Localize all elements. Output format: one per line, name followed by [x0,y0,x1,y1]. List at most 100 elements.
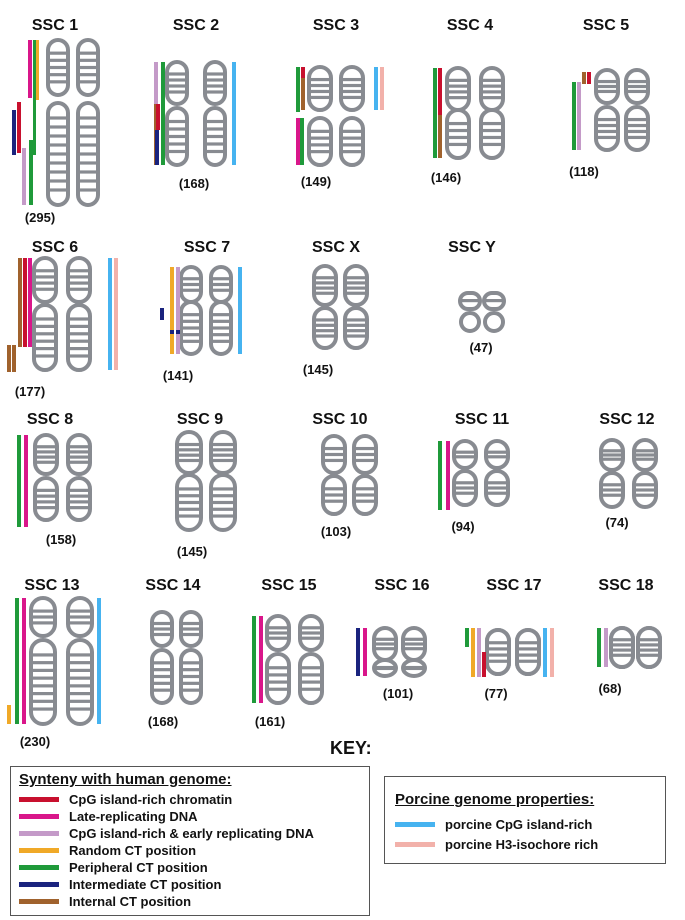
chromosome-band [311,83,329,88]
chromatid-arm [307,116,333,167]
synteny-key-item-label: CpG island-rich & early replicating DNA [69,826,314,841]
chromosome-count: (47) [469,340,492,355]
chromosome-band [347,291,365,295]
chromosome-band [598,117,616,122]
chromosome-band [316,286,334,290]
chromosome-band [356,458,374,463]
chromosome-band [183,621,199,626]
synteny-bar [17,435,21,527]
chromosome-band [70,445,88,449]
chromosome-band [302,673,320,677]
synteny-bar [477,628,481,677]
synteny-bar [301,67,305,110]
chromosome-band [80,125,96,129]
chromosome-band [269,636,287,640]
chromosome-band [483,96,501,100]
chromosome-band [483,121,501,126]
chromosome-band [316,334,334,338]
synteny-key-item: CpG island-rich & early replicating DNA [19,825,361,842]
chromosome-band [36,281,54,285]
chromatid-arm [33,476,59,522]
chromosome-band [603,449,621,453]
chromosome-band [598,129,616,134]
chromosome-band [405,666,423,671]
chromatid-arm [66,433,92,476]
chromosome-band [169,90,185,94]
chromosome-band [80,161,96,165]
chromosome-band [405,647,423,651]
chromosome-band [316,276,334,280]
chromosome-band [483,90,501,94]
chromosome-band [486,299,502,303]
chromatid-arm [484,439,510,470]
chromatid-arm [66,638,94,726]
chromosome-band [80,58,96,62]
porcine-key-item-label: porcine CpG island-rich [445,816,593,832]
synteny-bar [28,40,32,98]
chromosome-band [488,481,506,485]
synteny-bar [18,258,22,347]
chromosome-band [347,318,365,322]
chromosome-band [311,129,329,133]
chromatid-arm [312,306,338,350]
chromosome-band [33,661,53,665]
chromosome-band [347,276,365,280]
chromosome-band [70,275,88,279]
chromosome-band [80,188,96,192]
chromosome-band [628,135,646,140]
chromatid-arm [298,652,324,705]
chromatid-arm [66,256,92,304]
chromosome-band [70,281,88,285]
chromosome-band [269,631,287,635]
chromosome-count: (168) [179,176,209,191]
chromosome-band [449,135,467,140]
synteny-bar [22,148,26,205]
synteny-bar [7,705,11,724]
chromosome-band [154,668,170,672]
chromosome-band [169,134,185,139]
chromosome-count: (145) [303,362,333,377]
chromosome-band [325,493,343,497]
synteny-key: Synteny with human genome: CpG island-ri… [10,766,370,916]
chromosome-band [489,647,507,651]
chromosome-band [325,446,343,451]
synteny-bar [356,628,360,676]
chromatid-arm [165,60,189,106]
chromosome-band [33,668,53,672]
color-swatch [395,841,435,847]
chromosome-band [311,143,329,147]
chromosome-band [489,641,507,645]
chromosome-band [347,286,365,290]
chromosome-band [179,507,199,511]
chromosome-count: (295) [25,210,55,225]
chromosome-band [36,354,54,358]
chromosome-band [356,452,374,457]
chromatid-arm [265,652,291,705]
chromosome-band [488,450,506,454]
chromosome-band [70,506,88,510]
chromosome-band [169,142,185,146]
chromosome-count: (158) [46,532,76,547]
synteny-bar [97,598,101,724]
chromosome-band [37,488,55,492]
chromosome-band [449,78,467,82]
chromosome-band [183,333,199,337]
chromosome-band [183,288,199,292]
chromosome-band [183,326,199,330]
chromosome-band [50,179,66,183]
synteny-bar [572,82,576,150]
chromosome-band [183,688,199,692]
chromosome-count: (103) [321,524,351,539]
porcine-key: Porcine genome properties: porcine CpG i… [384,776,666,864]
synteny-bar [446,441,450,510]
chromosome-band [628,84,646,89]
chromosome-band [311,136,329,140]
chromosome-band [636,488,654,492]
chromosome-band [70,332,88,336]
synteny-bar [156,104,160,130]
chromosome-band [154,661,170,665]
chromosome-label: SSC 6 [32,239,78,256]
